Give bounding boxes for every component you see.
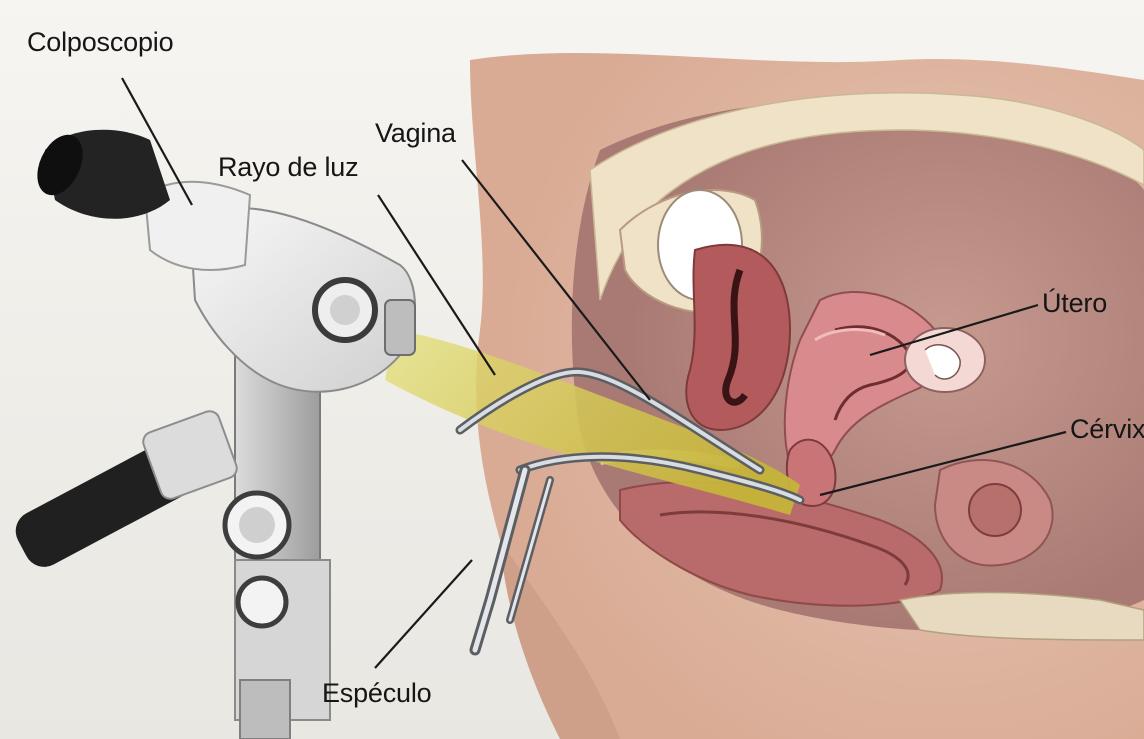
label-vagina: Vagina [375, 118, 456, 149]
label-speculum: Espéculo [322, 678, 431, 709]
label-uterus: Útero [1042, 288, 1107, 319]
colposcope-device [9, 128, 415, 739]
ovary [905, 328, 985, 392]
label-light-beam: Rayo de luz [218, 152, 358, 183]
label-colposcope: Colposcopio [27, 27, 173, 58]
label-cervix: Cérvix [1070, 414, 1144, 445]
leader-line-speculum [375, 560, 472, 668]
